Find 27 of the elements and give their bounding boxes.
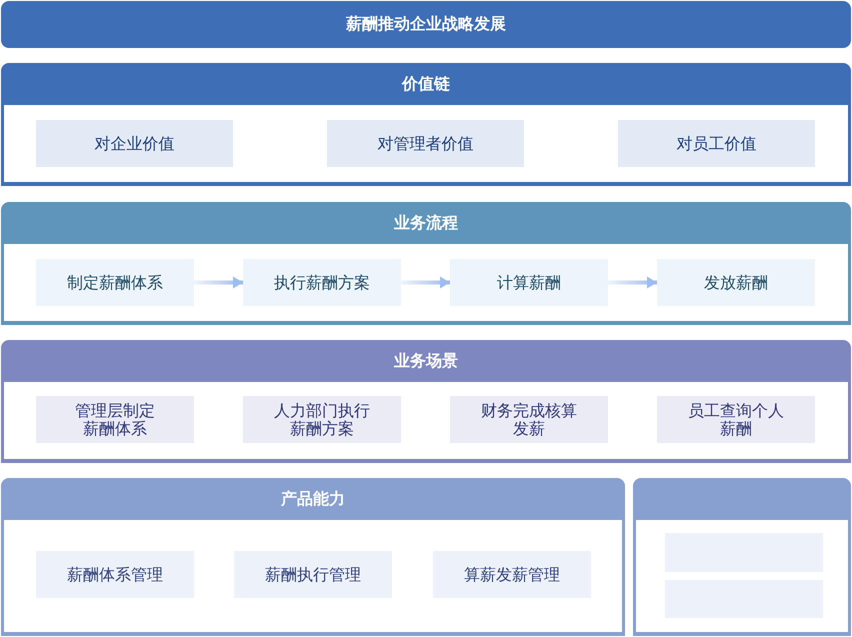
process-step: 计算薪酬 bbox=[450, 259, 608, 306]
arrow bbox=[194, 276, 243, 288]
arrow bbox=[608, 276, 657, 288]
capability-item: 算薪发薪管理 bbox=[433, 551, 591, 598]
section-title: 价值链 bbox=[402, 74, 450, 94]
section-title: 业务流程 bbox=[394, 213, 458, 233]
section-title: 业务场景 bbox=[394, 351, 458, 371]
arrow bbox=[401, 276, 450, 288]
scenario-item: 人力部门执行薪酬方案 bbox=[243, 396, 401, 443]
scenario-item: 管理层制定薪酬体系 bbox=[36, 396, 194, 443]
value-item: 对管理者价值 bbox=[327, 120, 524, 167]
value-item: 对员工价值 bbox=[618, 120, 815, 167]
process-step: 执行薪酬方案 bbox=[243, 259, 401, 306]
capability-item: 薪酬体系管理 bbox=[36, 551, 194, 598]
section-title: 产品能力 bbox=[281, 489, 345, 509]
process-step: 制定薪酬体系 bbox=[36, 259, 194, 306]
value-item: 对企业价值 bbox=[36, 120, 233, 167]
scenario-item: 员工查询个人薪酬 bbox=[657, 396, 815, 443]
process-step: 发放薪酬 bbox=[657, 259, 815, 306]
section-panel bbox=[1, 340, 851, 463]
scenario-item: 财务完成核算发薪 bbox=[450, 396, 608, 443]
capability-item: 薪酬执行管理 bbox=[234, 551, 392, 598]
section-panel bbox=[1, 63, 851, 186]
title-banner: 薪酬推动企业战略发展 bbox=[1, 1, 851, 48]
section-panel bbox=[633, 478, 851, 636]
section-panel bbox=[1, 202, 851, 325]
section-panel bbox=[1, 478, 625, 636]
